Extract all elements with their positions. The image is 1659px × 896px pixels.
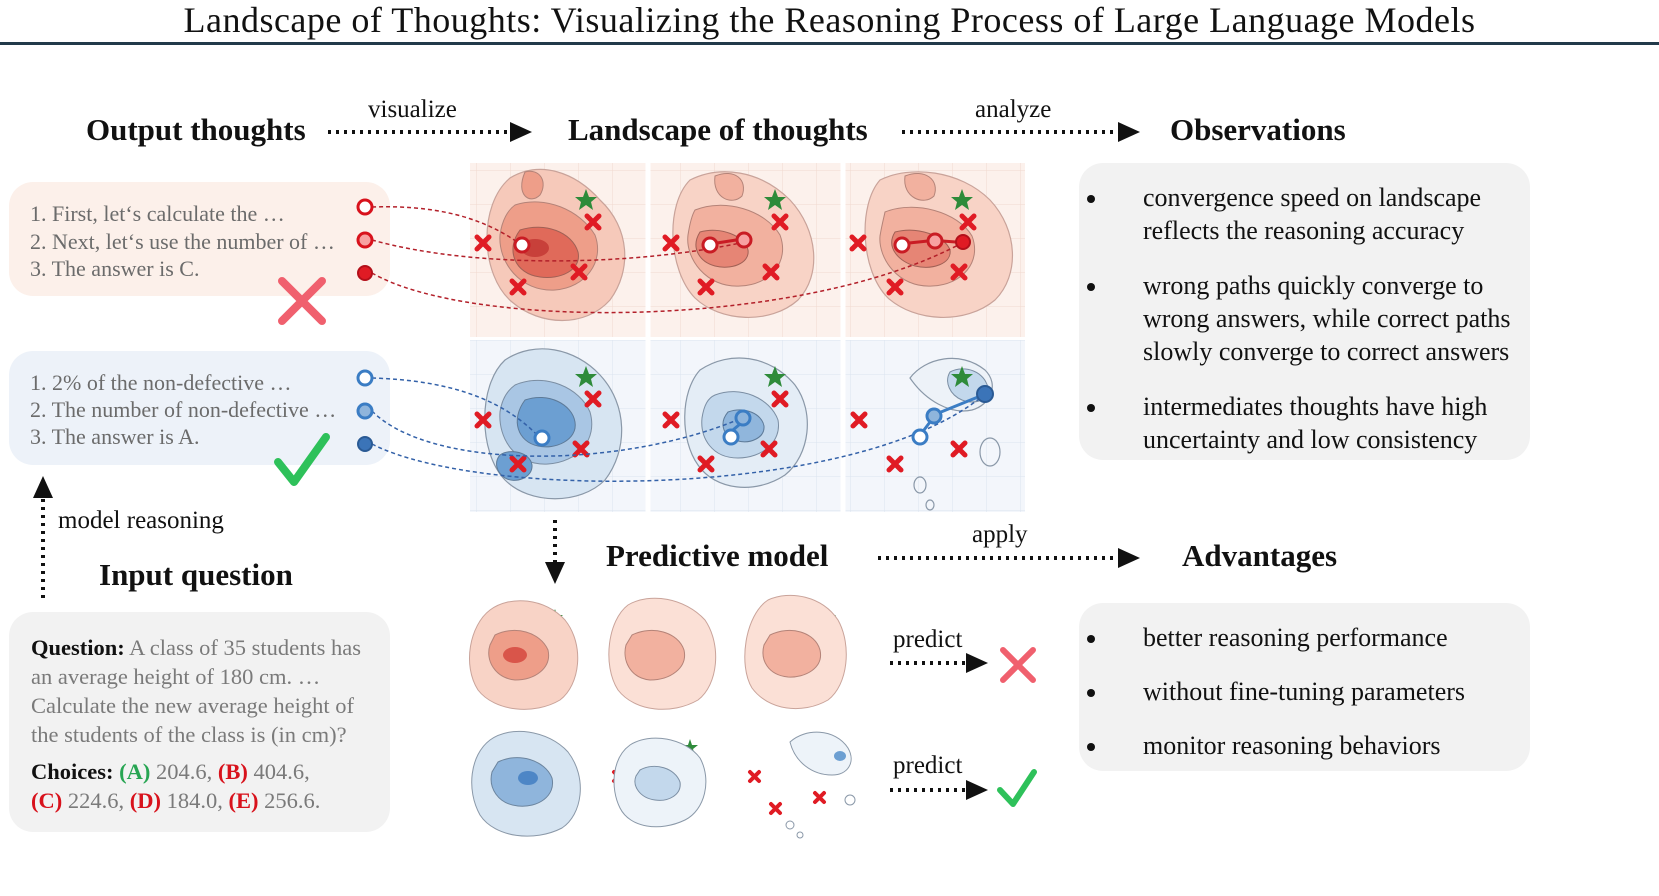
correct-path-box — [9, 351, 390, 465]
wrong-thought-2: 2. Next, let‘s use the number of … — [30, 229, 335, 254]
choice-d-letter: (D) — [129, 788, 161, 813]
observation-item: intermediates thoughts have high uncerta… — [1109, 390, 1530, 456]
cross-icon — [1000, 647, 1036, 683]
choice-e-value: 256.6. — [264, 788, 321, 813]
label-model-reasoning: model reasoning — [58, 507, 224, 534]
check-icon — [274, 433, 330, 486]
label-visualize: visualize — [368, 96, 457, 123]
observation-item: wrong paths quickly converge to wrong an… — [1109, 269, 1530, 368]
choice-a-value: 204.6, — [155, 759, 213, 784]
correct-thought-2: 2. The number of non-defective … — [30, 397, 337, 422]
advantage-item: better reasoning performance — [1109, 621, 1530, 654]
heading-landscape: Landscape of thoughts — [568, 112, 868, 147]
choices: Choices: (A) 204.6, (B) 404.6, (C) 224.6… — [31, 757, 381, 815]
choice-b-letter: (B) — [217, 759, 248, 784]
advantage-item: monitor reasoning behaviors — [1109, 729, 1530, 762]
correct-thought-1: 1. 2% of the non-defective … — [30, 370, 292, 395]
predictive-red-landscapes — [469, 594, 847, 710]
correct-thought-3: 3. The answer is A. — [30, 424, 200, 449]
heading-advantages: Advantages — [1182, 538, 1338, 573]
wrong-answer-x-icon — [474, 213, 977, 473]
advantage-item: without fine-tuning parameters — [1109, 675, 1530, 708]
wrong-thought-1: 1. First, let‘s calculate the … — [30, 201, 285, 226]
choice-c-letter: (C) — [31, 788, 63, 813]
wrong-path-box — [9, 182, 390, 296]
advantages-box: better reasoning performance without fin… — [1079, 603, 1530, 771]
wrong-path-connectors — [371, 206, 963, 314]
flow-arrows — [33, 122, 1140, 800]
label-analyze: analyze — [975, 96, 1052, 123]
choice-b-value: 404.6, — [253, 759, 310, 784]
cross-icon — [278, 277, 326, 325]
label-apply: apply — [972, 521, 1028, 548]
label-predict-correct: predict — [893, 752, 963, 779]
question-label: Question: — [31, 635, 125, 660]
label-predict-wrong: predict — [893, 626, 963, 653]
page-title: Landscape of Thoughts: Visualizing the R… — [183, 0, 1476, 40]
correct-path-nodes — [356, 369, 994, 452]
check-icon — [997, 769, 1037, 807]
title-rule — [0, 42, 1659, 45]
predictive-blue-landscapes — [471, 730, 856, 839]
choices-label: Choices: — [31, 759, 114, 784]
question-body: A class of 35 students has an average he… — [31, 635, 362, 747]
question-text: Question: A class of 35 students has an … — [31, 633, 381, 749]
choice-a-letter: (A) — [119, 759, 151, 784]
heading-input-question: Input question — [99, 557, 293, 592]
choice-d-value: 184.0, — [166, 788, 223, 813]
question-box — [9, 612, 390, 832]
wrong-thought-3: 3. The answer is C. — [30, 256, 200, 281]
heading-output-thoughts: Output thoughts — [86, 112, 306, 147]
observation-item: convergence speed on landscape reflects … — [1109, 181, 1530, 247]
observations-box: convergence speed on landscape reflects … — [1079, 163, 1530, 460]
choice-e-letter: (E) — [228, 788, 259, 813]
choice-c-value: 224.6, — [67, 788, 125, 813]
heading-observations: Observations — [1170, 112, 1346, 147]
heading-predictive-model: Predictive model — [606, 538, 829, 573]
wrong-path-nodes — [356, 198, 971, 281]
